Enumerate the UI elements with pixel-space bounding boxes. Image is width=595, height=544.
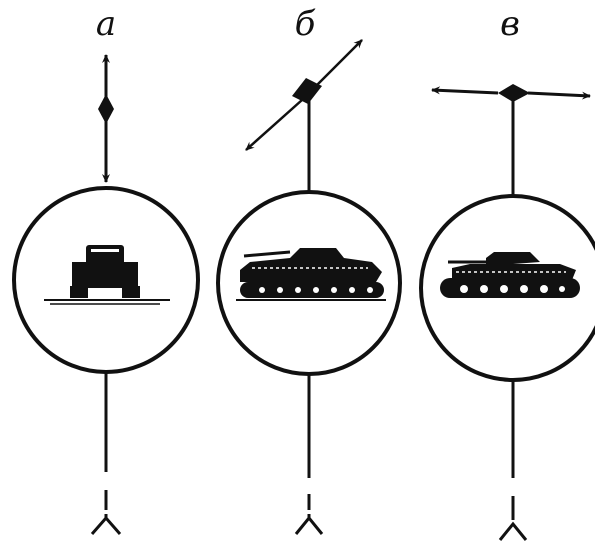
panel-label-a: а: [95, 4, 117, 44]
panel-v: [419, 84, 595, 541]
panel-label-b: б: [294, 4, 316, 44]
tank-side-icon: [440, 252, 580, 298]
observer-eye-icon: [294, 514, 324, 535]
panel-b: [216, 39, 402, 535]
tank-oblique-icon: [236, 248, 386, 301]
double-arrow-icon: [245, 39, 363, 151]
observer-eye-icon: [90, 514, 122, 535]
tank-front-icon: [44, 245, 170, 305]
double-arrow-icon: [431, 84, 591, 102]
panel-a: [12, 54, 200, 535]
observer-eye-icon: [498, 521, 528, 541]
double-arrow-icon: [98, 54, 114, 183]
panel-label-v: в: [500, 4, 520, 44]
